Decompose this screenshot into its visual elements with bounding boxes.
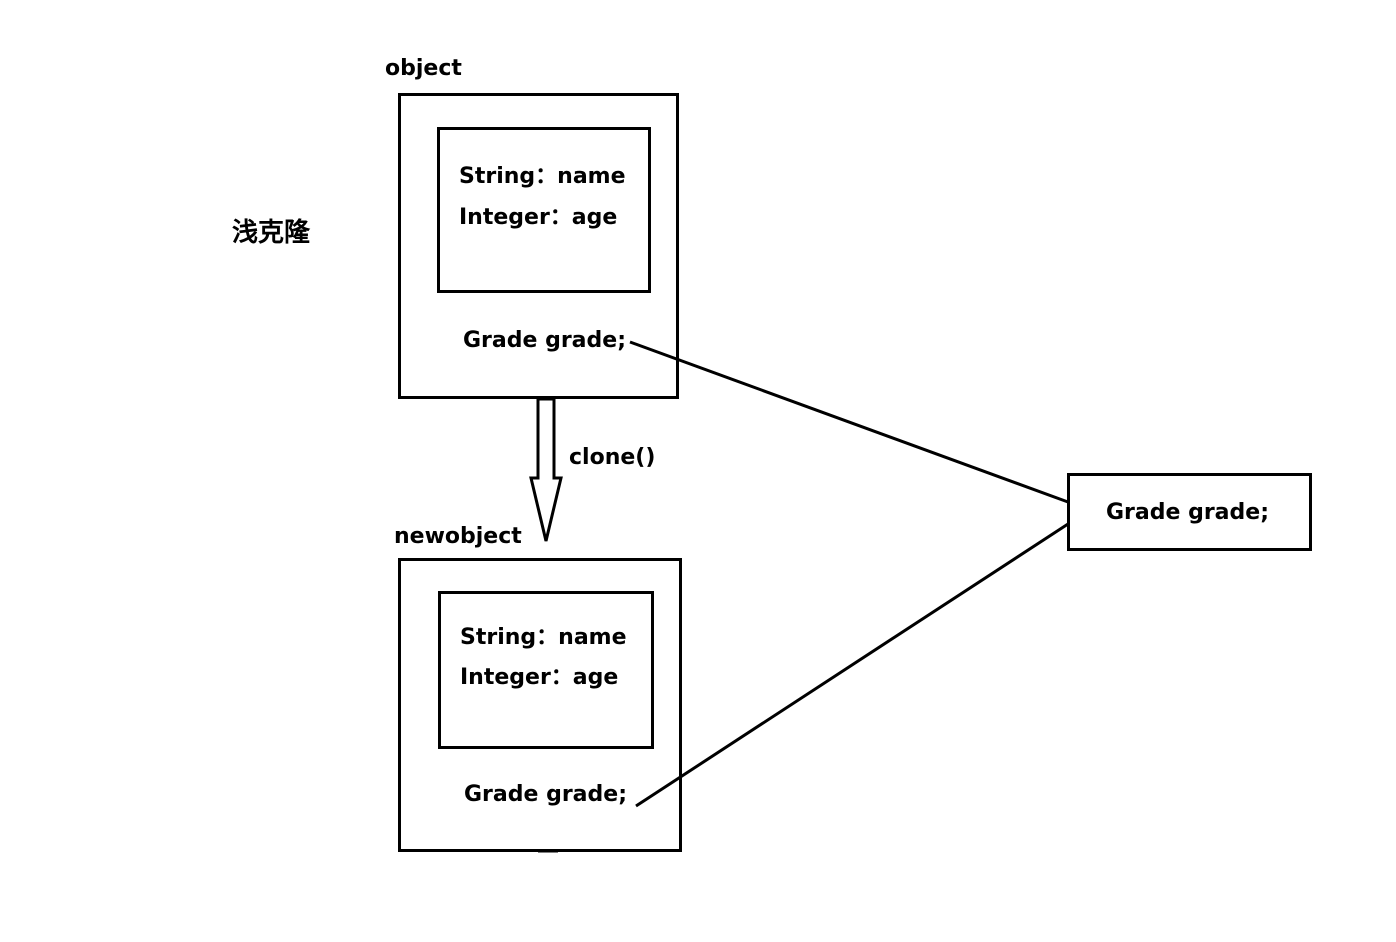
shared-grade-box: [1067, 473, 1312, 551]
newobject-box: [398, 558, 682, 852]
newobject-fields-box: [438, 591, 654, 749]
object-fields-box: [437, 127, 651, 293]
object-box: [398, 93, 679, 399]
shared-grade-label: Grade grade;: [1106, 500, 1269, 525]
reference-line-original: [629, 340, 1069, 504]
object-grade-reference: Grade grade;: [463, 328, 626, 353]
newobject-field-name: String：name: [460, 625, 627, 650]
newobject-field-age: Integer：age: [460, 665, 619, 690]
object-label: object: [385, 56, 462, 81]
diagram-title: 浅克隆: [232, 218, 311, 248]
object-field-name: String：name: [459, 164, 626, 189]
object-field-age: Integer：age: [459, 205, 618, 230]
clone-label: clone(): [569, 445, 656, 470]
newobject-label: newobject: [394, 524, 522, 549]
clone-arrow: [529, 397, 563, 542]
newobject-grade-reference: Grade grade;: [464, 782, 627, 807]
reference-line-copy: [635, 522, 1069, 808]
